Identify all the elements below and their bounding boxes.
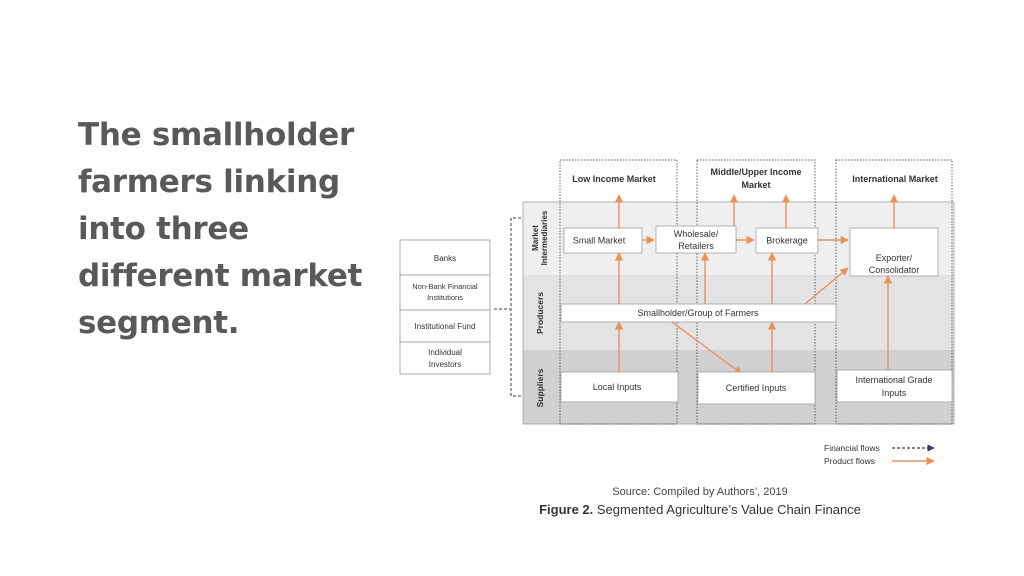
node-wholesale-line1: Wholesale/	[674, 229, 719, 239]
headline: The smallholder farmers linking into thr…	[78, 117, 363, 341]
bracket-path	[510, 217, 521, 397]
node-intl-inputs	[836, 369, 953, 403]
row-label-producers: Producers	[535, 292, 545, 334]
node-certified-inputs-label: Certified Inputs	[726, 383, 787, 393]
financier-individual	[399, 341, 491, 375]
node-brokerage-label: Brokerage	[766, 236, 808, 246]
financier-banks-label: Banks	[434, 254, 456, 263]
financier-individual-line2: Investors	[429, 360, 461, 369]
legend-financial-label: Financial flows	[824, 443, 880, 453]
figure-caption-text: Segmented Agriculture’s Value Chain Fina…	[596, 502, 861, 517]
node-brokerage	[755, 227, 819, 254]
figure-caption: Figure 2. Segmented Agriculture’s Value …	[0, 502, 1024, 517]
financier-banks	[399, 239, 491, 276]
financier-institutional	[399, 309, 491, 343]
node-intl-inputs-line2: Inputs	[882, 388, 907, 398]
node-local-inputs-label: Local Inputs	[593, 382, 642, 392]
financial-flow-bracket	[494, 217, 521, 397]
node-certified-inputs	[697, 371, 816, 405]
row-label-intermediaries-2: Intermediaries	[540, 210, 549, 265]
market-international: International Market	[852, 174, 938, 184]
row-label-intermediaries-1: Market	[531, 225, 540, 251]
node-wholesale	[655, 225, 737, 254]
bands-border	[522, 201, 955, 425]
row-label-suppliers: Suppliers	[535, 368, 545, 407]
product-flow-arrows	[614, 194, 899, 375]
node-exporter-line1: Exporter/	[876, 253, 913, 263]
market-middle-line2: Market	[741, 180, 770, 190]
financier-nbfi-line2: Institutions	[427, 293, 463, 302]
figure-source: Source: Compiled by Authors’, 2019	[612, 486, 788, 498]
column-low-income	[559, 159, 678, 425]
column-middle-income	[696, 159, 816, 425]
figure-caption-label: Figure 2.	[539, 502, 594, 517]
node-smallholder-label: Smallholder/Group of Farmers	[637, 308, 759, 318]
node-wholesale-line2: Retailers	[678, 241, 714, 251]
legend-product-label: Product flows	[824, 456, 875, 466]
node-local-inputs	[560, 371, 679, 403]
financier-individual-line1: Individual	[428, 348, 462, 357]
column-international	[835, 159, 953, 425]
market-middle-line1: Middle/Upper Income	[710, 167, 801, 177]
financier-nbfi-line1: Non-Bank Financial	[412, 282, 478, 291]
node-small-market-label: Small Market	[573, 236, 626, 246]
arrow-smallholder-to-exporter	[804, 267, 849, 305]
market-low-income: Low Income Market	[572, 174, 656, 184]
financier-institutional-label: Institutional Fund	[415, 322, 476, 331]
node-smallholder	[560, 303, 837, 323]
arrow-smallholder-to-certified	[671, 321, 743, 375]
node-intl-inputs-line1: International Grade	[855, 375, 932, 385]
node-exporter	[849, 227, 939, 277]
node-small-market	[563, 227, 643, 254]
node-exporter-line2: Consolidator	[869, 265, 920, 275]
